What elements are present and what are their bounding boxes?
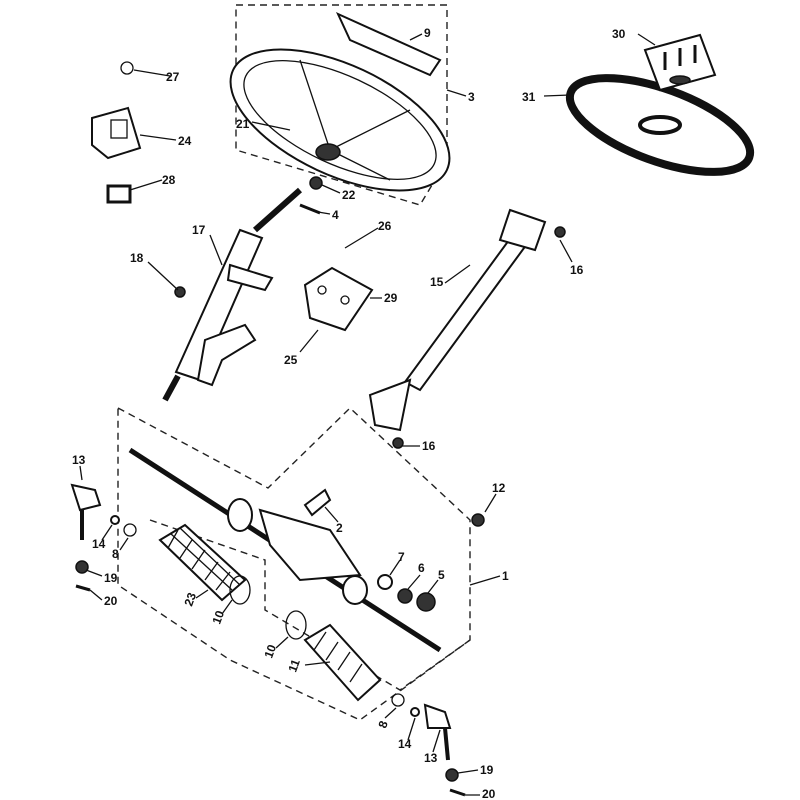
callout-15: 15 xyxy=(430,275,444,289)
wheel-31-hub xyxy=(638,115,682,135)
callout-17: 17 xyxy=(192,223,206,237)
callout-9: 9 xyxy=(424,26,431,40)
callout-24: 24 xyxy=(178,134,192,148)
callout-25: 25 xyxy=(284,353,298,367)
callout-8-right: 8 xyxy=(375,719,391,730)
part-11-bellows-boot-right xyxy=(303,623,382,702)
part-23-bellows-boot-left xyxy=(158,523,247,602)
part-19-nut-left xyxy=(75,560,89,574)
callout-23: 23 xyxy=(181,590,199,608)
part-6-nut xyxy=(397,588,413,604)
upper-u-joint xyxy=(498,208,547,252)
callout-16-lower: 16 xyxy=(422,439,436,453)
part-13-tie-rod-end-left xyxy=(70,483,102,512)
callout-20-left: 20 xyxy=(104,594,118,608)
part-5-cap xyxy=(416,592,436,612)
callout-14-right: 14 xyxy=(398,737,412,751)
part-28-gasket xyxy=(106,184,132,204)
callout-26: 26 xyxy=(378,219,392,233)
bracket-hole xyxy=(317,285,327,295)
column-upper-bracket xyxy=(226,263,274,292)
leader-lines xyxy=(79,33,656,796)
callout-18: 18 xyxy=(130,251,144,265)
callout-10-right: 10 xyxy=(261,642,279,660)
callout-2: 2 xyxy=(336,521,343,535)
callout-10-left: 10 xyxy=(209,608,227,626)
wheel-hub xyxy=(315,143,341,161)
callout-1: 1 xyxy=(502,569,509,583)
column-shaft-bottom xyxy=(162,374,181,402)
tie-rod-stud-right xyxy=(443,727,450,761)
callout-28: 28 xyxy=(162,173,176,187)
callout-11: 11 xyxy=(285,657,303,674)
part-10-clamp-left xyxy=(229,575,251,605)
part-7-bushing xyxy=(377,574,393,590)
callout-3: 3 xyxy=(468,90,475,104)
part-9-wheel-cap xyxy=(335,11,442,77)
callout-5: 5 xyxy=(438,568,445,582)
part-16-bolt-upper xyxy=(554,226,566,238)
callout-19-left: 19 xyxy=(104,571,118,585)
part-20-pin-left xyxy=(75,584,91,592)
callout-16-upper: 16 xyxy=(570,263,584,277)
part-15-intermediate-shaft xyxy=(403,223,537,392)
kit-washer xyxy=(669,75,691,85)
part-21-steering-wheel xyxy=(229,48,451,192)
rack-seal-right xyxy=(342,575,368,605)
callout-4: 4 xyxy=(332,208,339,222)
part-4-key xyxy=(299,203,321,215)
callout-8-left: 8 xyxy=(112,547,119,561)
callout-19-right: 19 xyxy=(480,763,494,777)
callout-13-right: 13 xyxy=(424,751,438,765)
part-27-oring xyxy=(120,61,134,75)
part-8-clip-right xyxy=(391,693,405,707)
column-bracket xyxy=(196,323,257,387)
callout-7: 7 xyxy=(398,550,405,564)
callout-20-right: 20 xyxy=(482,787,496,800)
rack-subgroup-box xyxy=(149,519,471,691)
callout-30: 30 xyxy=(612,27,626,41)
callout-21: 21 xyxy=(236,117,250,131)
part-24-window xyxy=(110,119,128,139)
part-24-cover xyxy=(91,106,142,160)
part-14-jamnut-right xyxy=(410,707,420,717)
column-shaft-top xyxy=(253,187,302,233)
part-16-bolt-lower xyxy=(392,437,404,449)
lower-u-joint xyxy=(368,378,412,432)
part-8-clip-left xyxy=(123,523,137,537)
bracket-hole xyxy=(340,295,350,305)
part-22-nut xyxy=(309,176,323,190)
callout-31: 31 xyxy=(522,90,536,104)
rack-seal-left xyxy=(227,498,253,532)
part-25-bracket xyxy=(303,266,374,332)
callout-6: 6 xyxy=(418,561,425,575)
kit-bolts xyxy=(663,45,697,70)
part-1-rack-housing xyxy=(258,508,362,582)
callout-13-left: 13 xyxy=(72,453,86,467)
part-20-pin-right xyxy=(449,788,466,797)
part-13-tie-rod-end-right xyxy=(423,703,452,729)
part-19-nut-right xyxy=(445,768,459,782)
part-14-jamnut-left xyxy=(110,515,120,525)
callout-29: 29 xyxy=(384,291,398,305)
callout-12: 12 xyxy=(492,481,506,495)
part-12-bolt xyxy=(471,513,485,527)
callout-27: 27 xyxy=(166,70,180,84)
part-10-clamp-right xyxy=(285,610,307,640)
wheel-inner-rim xyxy=(243,60,437,180)
part-2-pinion xyxy=(303,488,332,517)
callout-14-left: 14 xyxy=(92,537,106,551)
callout-22: 22 xyxy=(342,188,356,202)
